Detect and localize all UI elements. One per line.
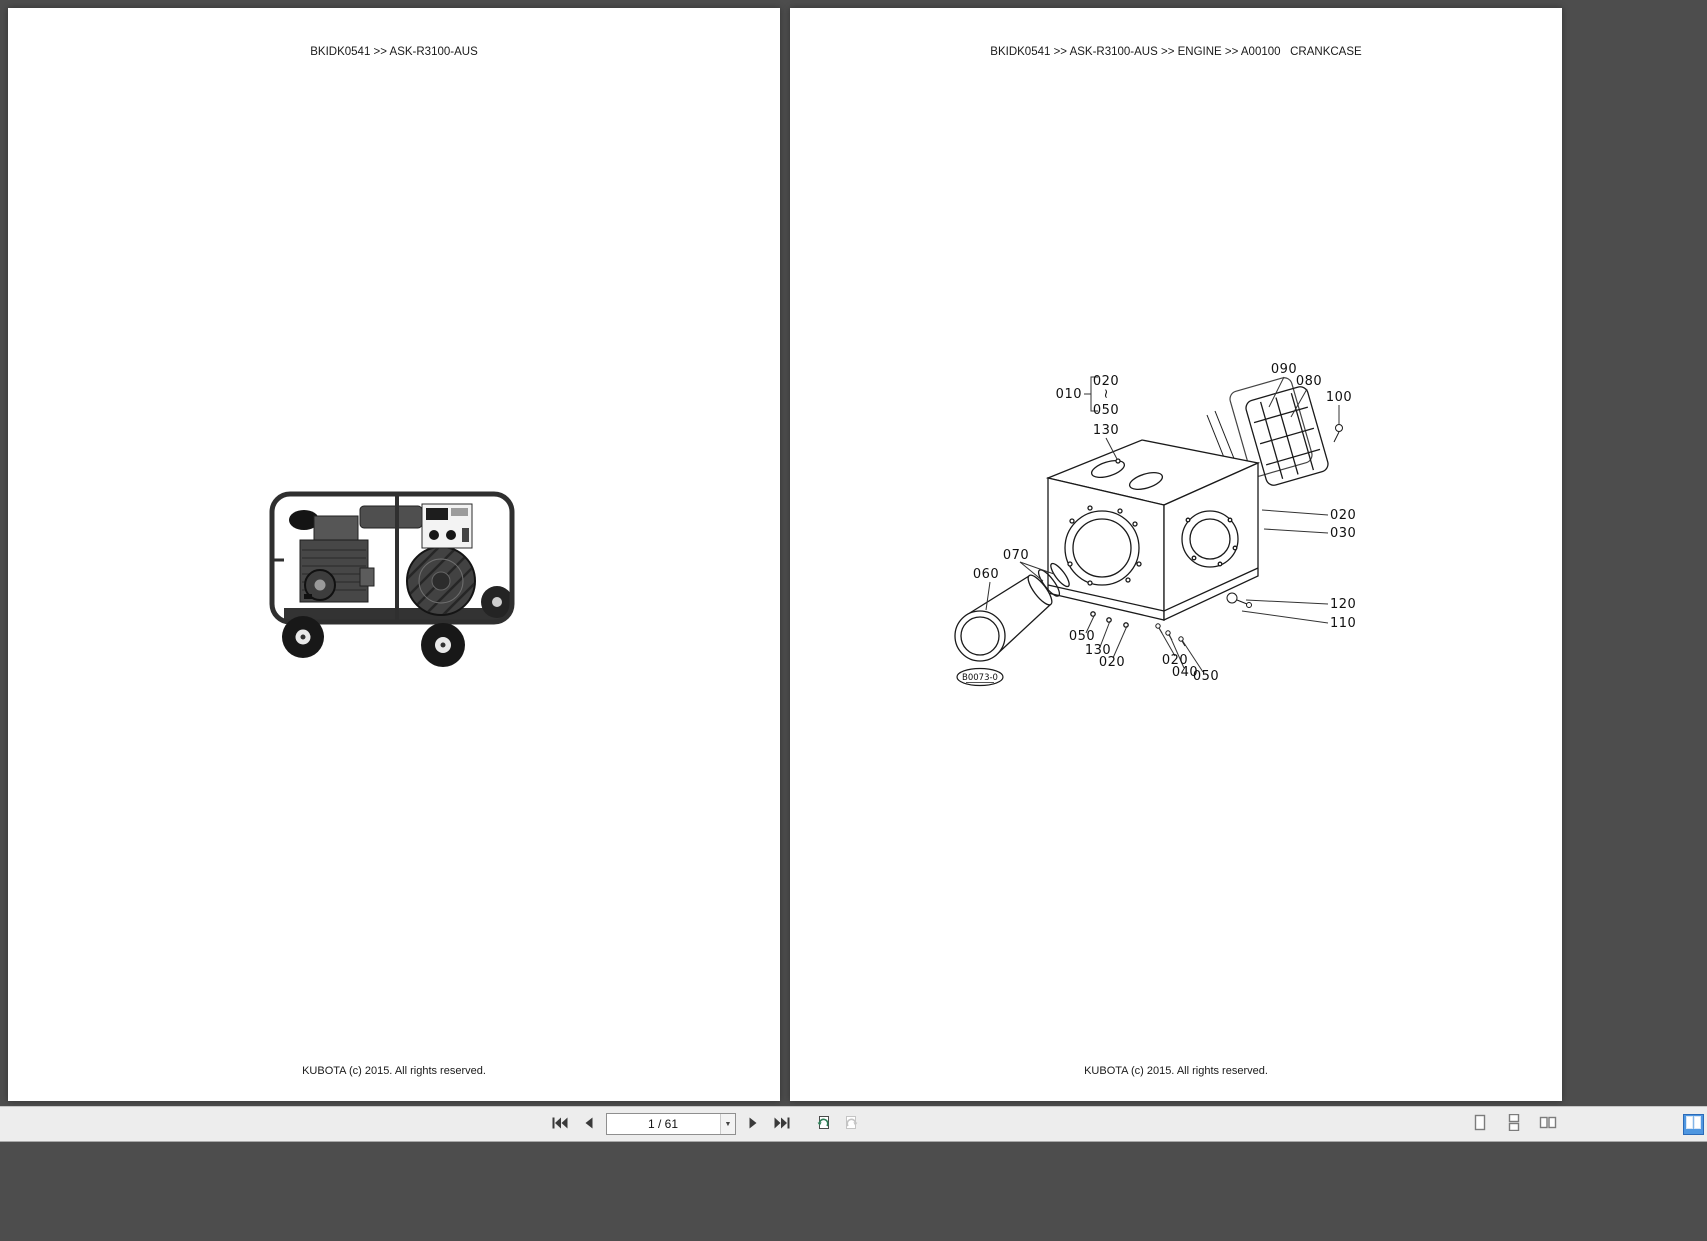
generator-rear-wheel xyxy=(481,586,513,618)
bolt-100 xyxy=(1333,424,1343,443)
previous-page-icon xyxy=(584,1117,594,1132)
chevron-down-icon[interactable]: ▼ xyxy=(720,1114,735,1134)
active-view-mode xyxy=(1683,1107,1704,1141)
generator-alternator xyxy=(406,546,476,616)
single-page-view-icon xyxy=(1473,1114,1487,1134)
backplate xyxy=(1245,386,1329,486)
continuous-view-button[interactable] xyxy=(1502,1112,1526,1136)
page-display-modes xyxy=(1468,1107,1560,1141)
callout-label: 110 xyxy=(1330,616,1356,631)
last-page-button[interactable] xyxy=(770,1112,794,1136)
page-navigation: ▼ xyxy=(548,1107,864,1141)
callout-label: 050 xyxy=(1069,629,1095,644)
callout-label: 050 xyxy=(1093,403,1119,418)
next-page-button[interactable] xyxy=(741,1112,765,1136)
two-page-view-icon xyxy=(1539,1115,1557,1133)
callout-label: 020 xyxy=(1330,508,1356,523)
callout-label: 010 xyxy=(1056,387,1082,402)
stamp-label: B0073-0 xyxy=(962,673,998,683)
previous-page-button[interactable] xyxy=(577,1112,601,1136)
go-first-icon xyxy=(552,1117,568,1132)
single-page-view-button[interactable] xyxy=(1468,1112,1492,1136)
document-page-1: BKIDK0541 >> ASK-R3100-AUS xyxy=(8,8,780,1101)
bottom-toolbar: ▼ xyxy=(0,1106,1707,1142)
go-last-icon xyxy=(774,1117,790,1132)
generator-wheels xyxy=(282,616,465,667)
side-fittings xyxy=(1226,592,1252,608)
generator-engine xyxy=(289,510,375,603)
callout-label: 120 xyxy=(1330,597,1356,612)
page-2-header: BKIDK0541 >> ASK-R3100-AUS >> ENGINE >> … xyxy=(990,46,1362,58)
document-page-2: BKIDK0541 >> ASK-R3100-AUS >> ENGINE >> … xyxy=(790,8,1562,1101)
crankcase-exploded-diagram: 010 020 ~ 050 130 090 080 100 020 030 12… xyxy=(954,362,1356,687)
callout-label: 080 xyxy=(1296,374,1322,389)
callout-label: 020 xyxy=(1099,655,1125,670)
callout-label: 060 xyxy=(973,567,999,582)
page-2-footer: KUBOTA (c) 2015. All rights reserved. xyxy=(1084,1065,1268,1077)
page-1-footer: KUBOTA (c) 2015. All rights reserved. xyxy=(302,1065,486,1077)
two-page-view-button[interactable] xyxy=(1536,1112,1560,1136)
next-view-icon xyxy=(844,1115,860,1134)
generator-base xyxy=(284,608,504,620)
bottom-bolts xyxy=(1155,623,1186,647)
two-page-scrolling-icon xyxy=(1686,1116,1701,1132)
leader-lines xyxy=(985,376,1340,673)
callout-label: 090 xyxy=(1271,362,1297,377)
callout-label: 130 xyxy=(1093,423,1119,438)
crankcase-body xyxy=(1045,439,1261,628)
callout-label: 020 xyxy=(1093,374,1119,389)
continuous-view-icon xyxy=(1507,1113,1521,1134)
generator-fuel-tank xyxy=(359,505,423,529)
page-1-header: BKIDK0541 >> ASK-R3100-AUS xyxy=(310,46,478,58)
drawing-number-stamp: B0073-0 xyxy=(956,667,1004,687)
callout-tilde: ~ xyxy=(1098,388,1113,399)
next-page-icon xyxy=(748,1117,758,1132)
page-number-combo: ▼ xyxy=(606,1113,736,1135)
cylinder-liner xyxy=(954,562,1070,662)
previous-view-icon xyxy=(815,1115,831,1134)
callout-labels: 010 020 ~ 050 130 090 080 100 020 030 12… xyxy=(973,362,1356,684)
generator-frame xyxy=(269,491,515,625)
callout-label: 050 xyxy=(1193,669,1219,684)
previous-view-button[interactable] xyxy=(811,1112,835,1136)
callout-label: 040 xyxy=(1172,665,1198,680)
callout-label: 130 xyxy=(1085,643,1111,658)
generator-illustration xyxy=(269,491,515,667)
generator-control-panel xyxy=(421,503,473,549)
callout-label: 070 xyxy=(1003,548,1029,563)
backplate-gasket xyxy=(1229,377,1313,477)
callout-label: 030 xyxy=(1330,526,1356,541)
two-page-scrolling-button[interactable] xyxy=(1683,1113,1704,1135)
page-number-input[interactable] xyxy=(606,1113,736,1135)
first-page-button[interactable] xyxy=(548,1112,572,1136)
callout-label: 020 xyxy=(1162,653,1188,668)
next-view-button[interactable] xyxy=(840,1112,864,1136)
callout-label: 100 xyxy=(1326,390,1352,405)
